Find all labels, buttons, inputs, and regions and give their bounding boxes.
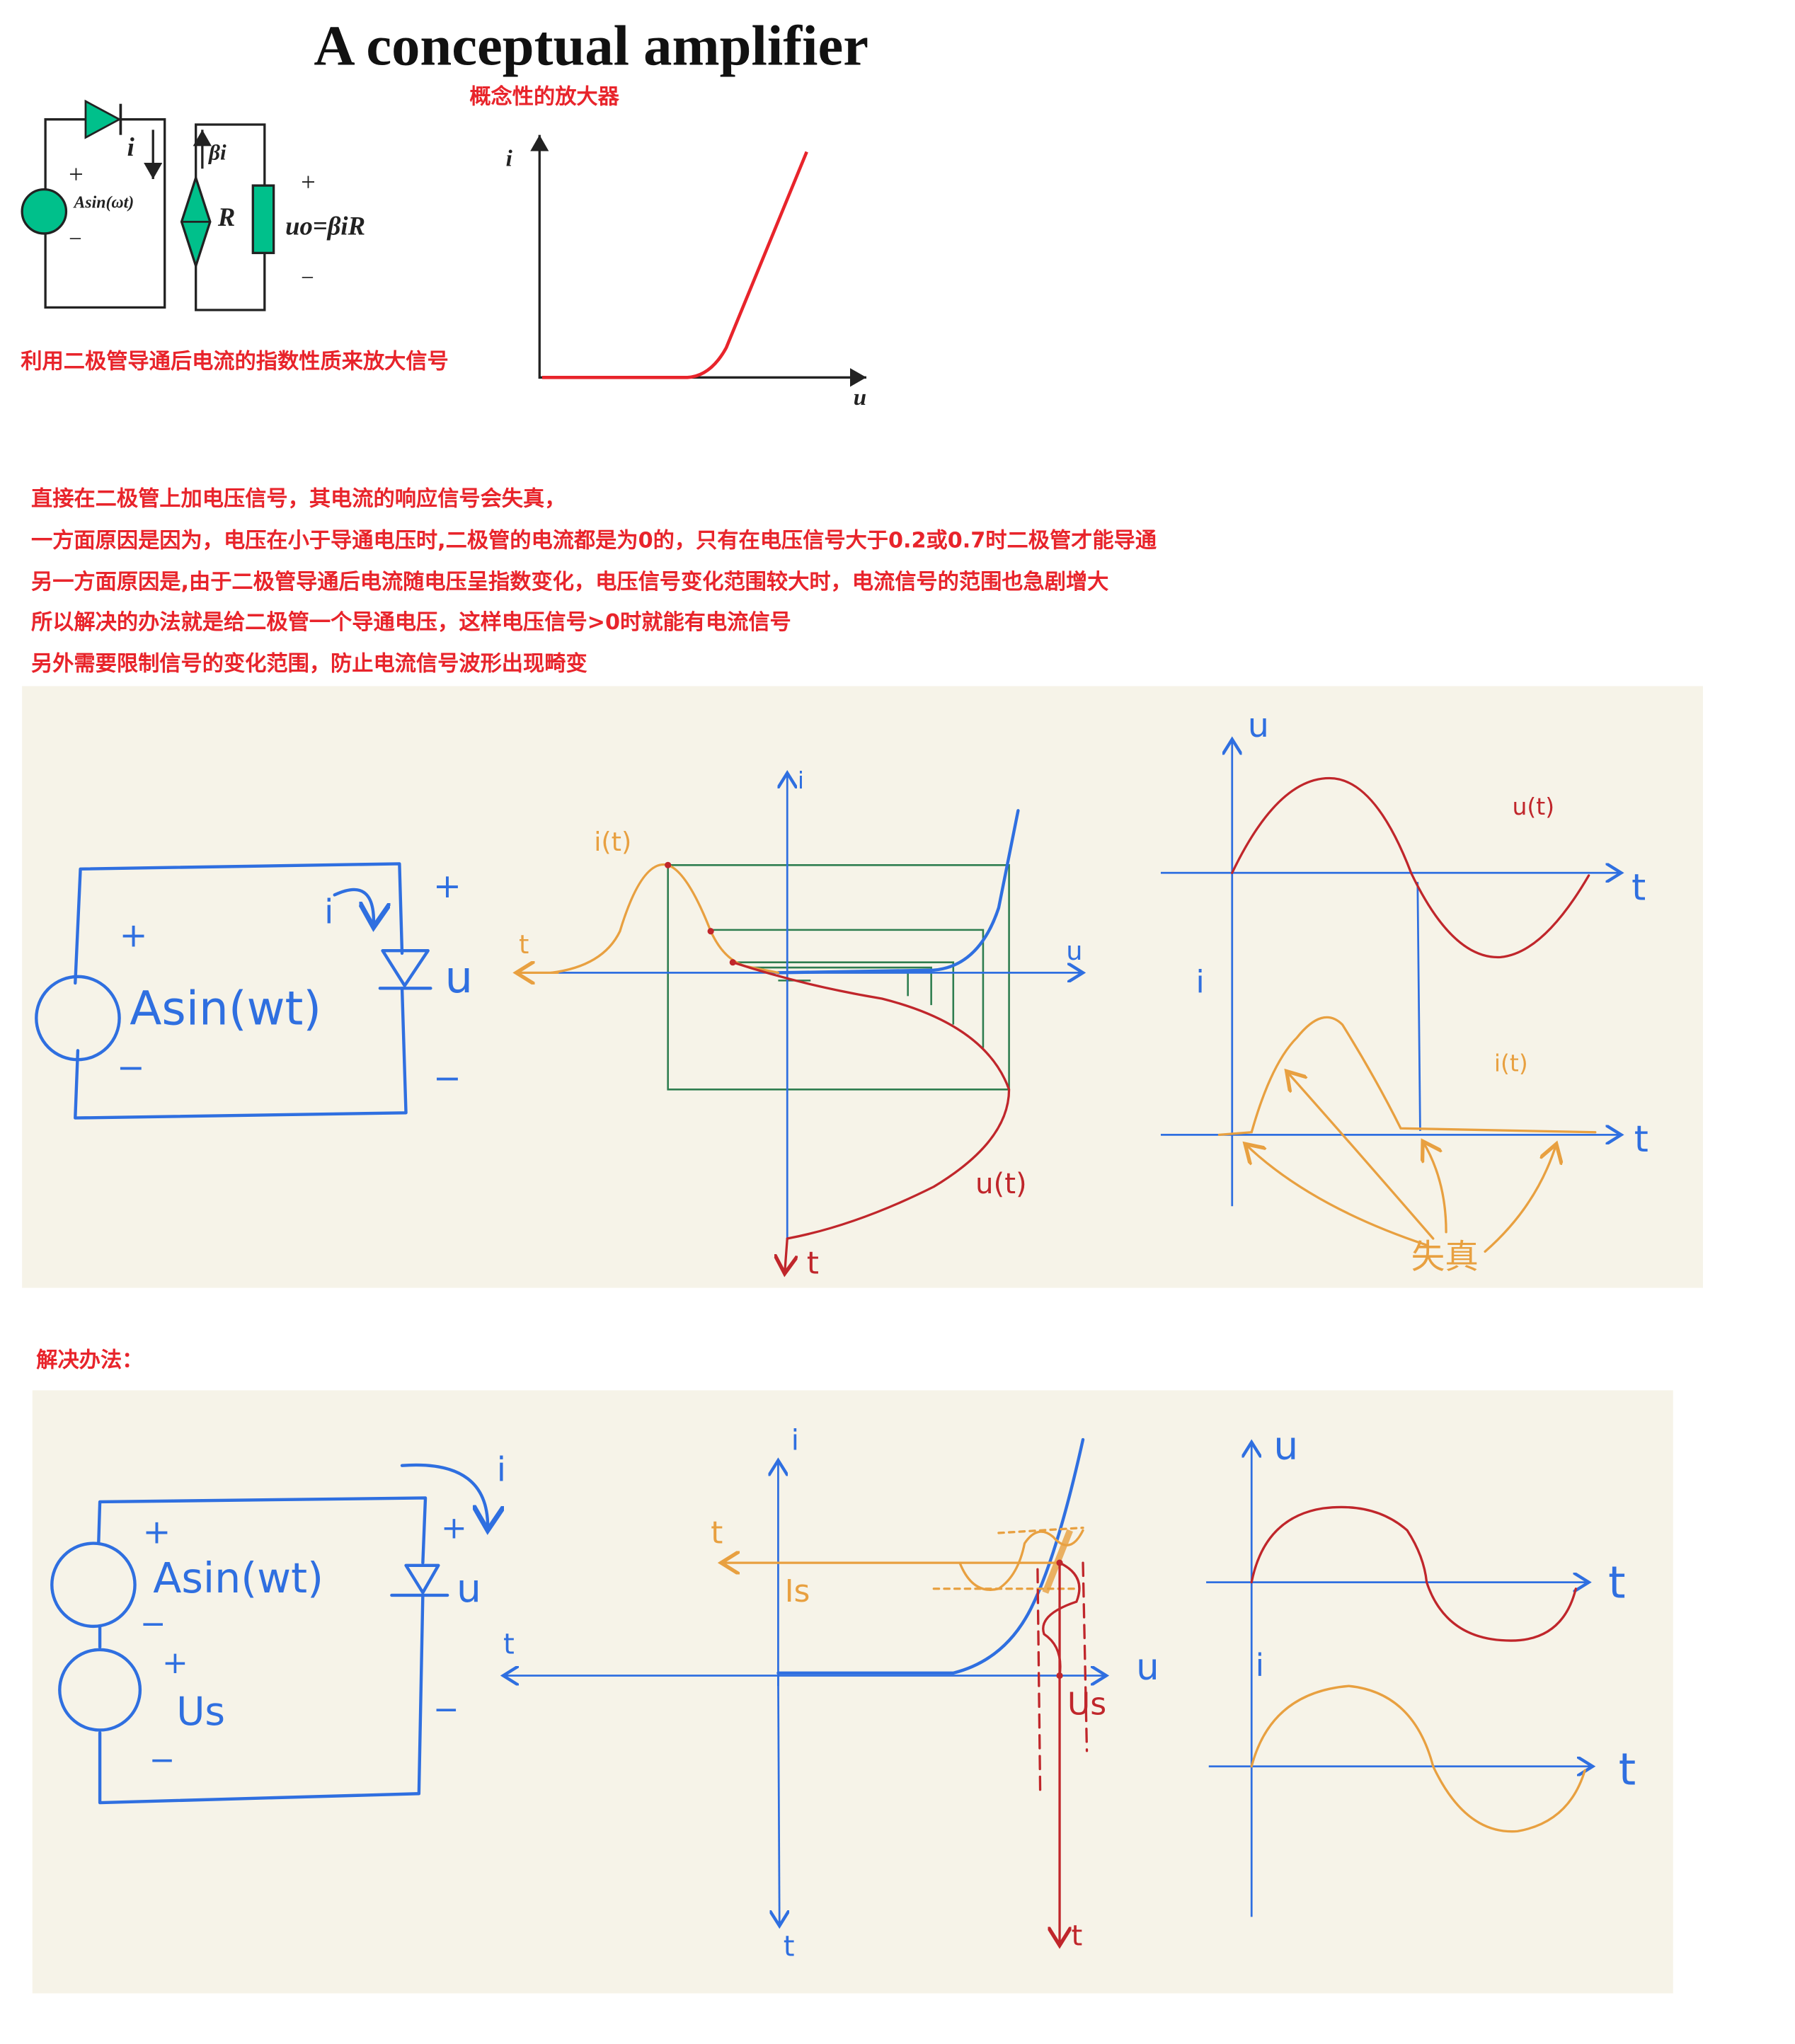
sketch1-voltage-wave (731, 961, 1011, 1240)
sketch1-current: i (324, 893, 333, 932)
sketch2-wave-u-label: u (1273, 1423, 1298, 1469)
sketch1-source-label: Asin(wt) (130, 982, 321, 1036)
resistor-label: R (217, 202, 235, 231)
diode-icon (390, 1563, 449, 1597)
sketch1-diode-voltage: u (445, 951, 473, 1003)
dependent-source-label: βi (208, 139, 226, 164)
iv-x-label: u (854, 385, 866, 410)
caption: 利用二极管导通后电流的指数性质来放大信号 (21, 349, 448, 374)
sketch2-bias-label: Us (176, 1689, 225, 1734)
sketch2-us-label: Us (1067, 1686, 1106, 1722)
sketch1-t-left-label: t (519, 929, 529, 960)
sketch2-plus1: + (143, 1513, 171, 1552)
sketch1-wave-i-label: i (1195, 964, 1204, 1000)
sketch1-out-minus: − (433, 1059, 461, 1098)
explanation-line: 另外需要限制信号的变化范围，防止电流信号波形出现畸变 (31, 650, 587, 676)
explanation-line: 另一方面原因是,由于二极管导通后电流随电压呈指数变化，电压信号变化范围较大时，电… (31, 569, 1108, 595)
sketch1-wave-t1-label: t (1631, 867, 1646, 909)
source-plus: + (69, 159, 84, 188)
explanation-line: 一方面原因是因为，电压在小于导通电压时,二极管的电流都是为0的，只有在电压信号大… (31, 527, 1157, 553)
amplifier-circuit: i + Asin(ωt) − βi R + uo=βiR − (21, 99, 365, 311)
diode-icon (84, 99, 122, 139)
sketch1-wave-u-curve-label: u(t) (1513, 793, 1555, 820)
sketch2-red-t-label: t (1072, 1919, 1083, 1953)
output-minus: − (301, 265, 314, 291)
sketch2-u-axis-label: u (1136, 1646, 1159, 1689)
sketch2-circuit: Asin(wt) + − + Us − i u + − (50, 1451, 506, 1805)
sketch1-circuit: Asin(wt) + − i u + − (35, 862, 473, 1120)
current-label: i (127, 132, 135, 161)
sketch1-plus: + (120, 917, 148, 955)
output-label: uo=βiR (285, 212, 365, 241)
sketch2-waveforms: u t i t (1206, 1423, 1636, 1917)
explanation: 直接在二极管上加电压信号，其电流的响应信号会失真， 一方面原因是因为，电压在小于… (31, 486, 1157, 677)
sketch2-current: i (497, 1451, 506, 1490)
sketch1-waveforms: u t u(t) i t i(t) 失真 (1160, 706, 1648, 1277)
sketch1-wave-u-label: u (1248, 706, 1269, 745)
sketch2-out-plus: + (441, 1510, 467, 1546)
explanation-line: 所以解决的办法就是给二极管一个导通电压，这样电压信号>0时就能有电流信号 (31, 609, 791, 635)
sketch2-orange-t-label: t (711, 1515, 723, 1551)
source-label: Asin(ωt) (72, 193, 134, 212)
sketch2-wave-t2-label: t (1619, 1743, 1636, 1795)
sketch1-t-down-label: t (807, 1245, 819, 1281)
sketch2-minus1: − (140, 1606, 166, 1642)
sketch2-is-label: Is (785, 1573, 810, 1609)
distortion-label: 失真 (1411, 1238, 1479, 1277)
sketch1-distorted-current (1217, 1016, 1597, 1137)
sketch1-u-axis-label: u (1066, 936, 1082, 966)
sketch1-wave-i-curve-label: i(t) (1494, 1050, 1528, 1077)
sketch1-i-curve-label: i(t) (594, 827, 631, 857)
sketch1-u-curve-label: u(t) (975, 1167, 1027, 1200)
sketch1-wave-t2-label: t (1634, 1118, 1648, 1161)
sketch2-out-minus: − (433, 1692, 459, 1728)
iv-y-label: i (506, 147, 513, 172)
sketch2-wave-t1-label: t (1608, 1557, 1625, 1609)
source-minus: − (69, 226, 82, 252)
sketch2-transfer-graph: i u t t t Is Us t (503, 1424, 1159, 1963)
sketch1-out-plus: + (433, 867, 461, 906)
sketch-panel-1 (22, 686, 1703, 1288)
sketch1-transfer-graph: i u t t i(t) u(t) (516, 766, 1083, 1281)
sketch2-source-label: Asin(wt) (153, 1554, 323, 1602)
iv-curve (541, 151, 808, 379)
sketch1-i-axis-label: i (798, 766, 804, 794)
sketch2-minus2: − (149, 1742, 176, 1778)
sketch-panel-2 (32, 1390, 1673, 1994)
sketch2-voltage-wave-out (1250, 1505, 1577, 1642)
page-title: A conceptual amplifier (314, 15, 868, 78)
sketch2-diode-voltage: u (457, 1566, 481, 1611)
sketch2-i-axis-label: i (791, 1424, 799, 1457)
sketch2-plus2: + (162, 1645, 188, 1681)
explanation-line: 直接在二极管上加电压信号，其电流的响应信号会失真， (31, 486, 566, 512)
sketch2-current-wave-out (1250, 1684, 1586, 1833)
resistor-icon (251, 184, 275, 255)
voltage-source-icon (21, 188, 68, 235)
sketch2-wave-i-label: i (1256, 1648, 1264, 1684)
sketch1-minus: − (117, 1049, 145, 1088)
sketch2-t-down-label: t (784, 1929, 795, 1963)
sketch2-voltage-wave (1042, 1561, 1081, 1677)
sketch2-t-left-label: t (503, 1627, 515, 1660)
output-plus: + (301, 167, 316, 196)
diode-icon (378, 949, 432, 990)
iv-curve-graph: i u (506, 134, 866, 410)
solution-label: 解决办法： (36, 1348, 143, 1372)
sketch1-sine-wave (1231, 776, 1590, 959)
page-subtitle: 概念性的放大器 (469, 84, 619, 110)
